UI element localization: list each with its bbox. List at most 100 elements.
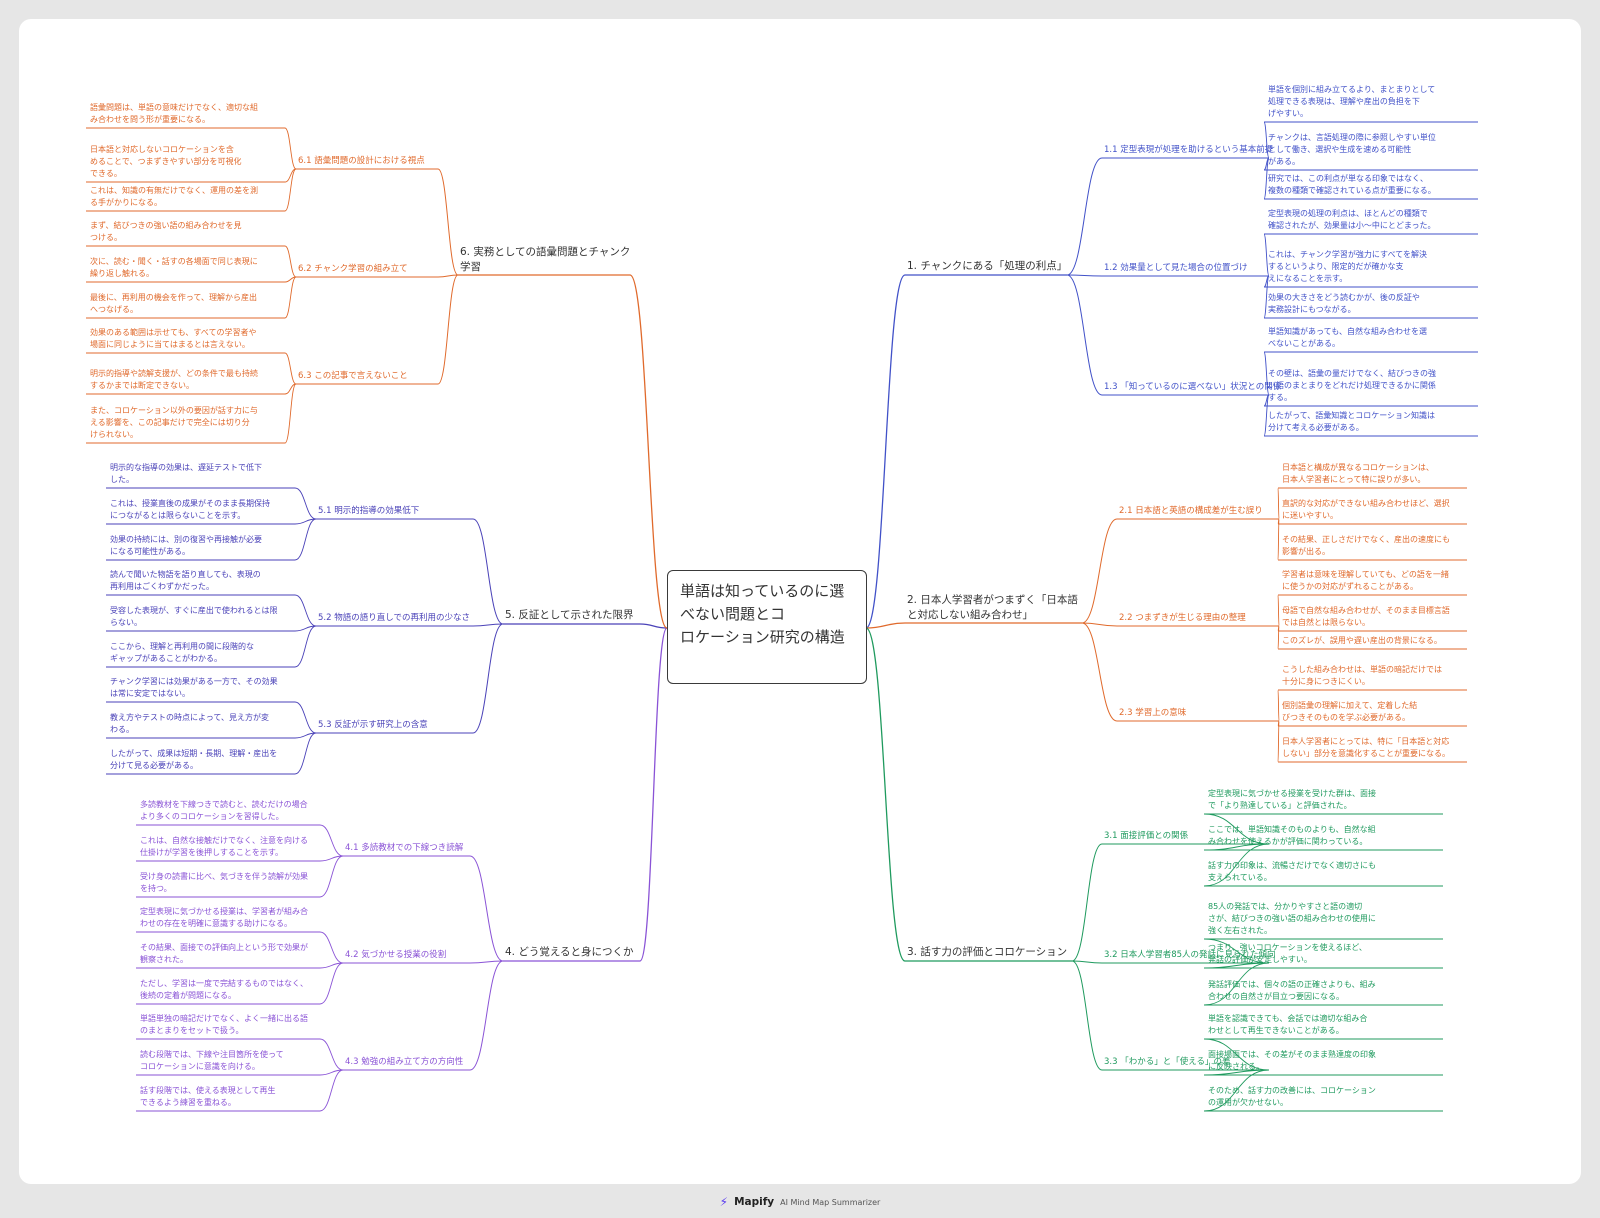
sub-topic-2-2[interactable]: 2.2 つまずきが生じる理由の整理: [1119, 613, 1246, 623]
leaf-note[interactable]: このズレが、誤用や遅い産出の背景になる。: [1282, 636, 1442, 645]
leaf-note[interactable]: 受容した表現が、すぐに産出で使われるとは限 らない。: [110, 606, 278, 627]
leaf-note[interactable]: したがって、成果は短期・長期、理解・産出を 分けて見る必要がある。: [110, 749, 278, 770]
sub-topic-1-1[interactable]: 1.1 定型表現が処理を助けるという基本前提: [1104, 145, 1274, 155]
leaf-note[interactable]: チャンク学習には効果がある一方で、その効果 は常に安定ではない。: [110, 677, 278, 698]
leaf-note[interactable]: その結果、面接での評価向上という形で効果が 観察された。: [140, 943, 308, 964]
sub-topic-5-1[interactable]: 5.1 明示的指導の効果低下: [318, 506, 420, 516]
main-to-sub-connector: [1071, 960, 1103, 964]
brand-name: Mapify: [734, 1196, 775, 1208]
sub-to-leaf-connector: [1203, 962, 1270, 1006]
central-topic-node[interactable]: 単語は知っているのに選 べない問題とコ ロケーション研究の構造: [667, 570, 867, 684]
leaf-note[interactable]: 日本語と対応しないコロケーションを含 めることで、つまずきやすい部分を可視化 で…: [90, 145, 242, 178]
leaf-note[interactable]: 多読教材を下線つきで読むと、読むだけの場合 より多くのコロケーションを習得した。: [140, 800, 308, 821]
branch-3-title[interactable]: 3. 話す力の評価とコロケーション: [907, 946, 1068, 958]
leaf-note[interactable]: 単語知識があっても、自然な組み合わせを選 べないことがある。: [1268, 327, 1427, 348]
sub-topic-3-1[interactable]: 3.1 面接評価との関係: [1104, 831, 1189, 841]
leaf-note[interactable]: 単語を個別に組み立てるより、まとまりとして 処理できる表現は、理解や産出の負担を…: [1268, 85, 1436, 118]
sub-topic-3-2[interactable]: 3.2 日本人学習者85人の発話に見られた傾向: [1104, 950, 1276, 960]
leaf-note[interactable]: まず、結びつきの強い語の組み合わせを見 つける。: [90, 221, 242, 242]
leaf-note[interactable]: これは、チャンク学習が強力にすべてを解決 するというより、限定的だが確かな支 え…: [1268, 250, 1427, 283]
leaf-note[interactable]: 読んで聞いた物語を語り直しても、表現の 再利用はごくわずかだった。: [110, 570, 261, 591]
branch-5-title[interactable]: 5. 反証として示された限界: [505, 609, 634, 621]
main-to-sub-connector: [1066, 274, 1103, 396]
leaf-note[interactable]: 効果の大きさをどう読むかが、後の反証や 実務設計にもつながる。: [1268, 293, 1420, 314]
sub-to-leaf-connector: [1263, 233, 1270, 277]
sub-topic-4-3[interactable]: 4.3 勉強の組み立て方の方向性: [345, 1057, 464, 1067]
sub-to-leaf-connector: [319, 1069, 344, 1112]
sub-to-leaf-connector: [1263, 351, 1270, 396]
leaf-note[interactable]: その壁は、語彙の量だけでなく、結びつきの強 い語のまとまりをどれだけ処理できるか…: [1268, 369, 1436, 402]
main-to-sub-connector: [1081, 622, 1118, 722]
branch-4-title[interactable]: 4. どう覚えると身につくか: [505, 946, 634, 958]
leaf-note[interactable]: 学習者は意味を理解していても、どの語を一緒 に使うかの対応がずれることがある。: [1282, 570, 1449, 591]
sub-topic-2-3[interactable]: 2.3 学習上の意味: [1119, 708, 1187, 718]
sub-topic-5-3[interactable]: 5.3 反証が示す研究上の含意: [318, 720, 428, 730]
leaf-note[interactable]: その結果、正しさだけでなく、産出の速度にも 影響が出る。: [1282, 535, 1450, 556]
leaf-note[interactable]: チャンクは、言語処理の際に参照しやすい単位 として働き、選択や生成を速める可能性…: [1268, 133, 1436, 166]
leaf-note[interactable]: したがって、語彙知識とコロケーション知識は 分けて考える必要がある。: [1268, 411, 1436, 432]
leaf-note[interactable]: 効果のある範囲は示せても、すべての学習者や 場面に同じように当てはまるとは言えな…: [90, 328, 257, 349]
leaf-note[interactable]: 個別語彙の理解に加えて、定着した結 びつきそのものを学ぶ必要がある。: [1282, 701, 1418, 722]
sub-to-leaf-connector: [1203, 938, 1270, 964]
sub-to-leaf-connector: [294, 518, 317, 561]
leaf-note[interactable]: こうした組み合わせは、単語の暗記だけでは 十分に身につきにくい。: [1282, 665, 1442, 686]
leaf-note[interactable]: 日本語と構成が異なるコロケーションは、 日本人学習者にとって特に誤りが多い。: [1282, 463, 1434, 484]
leaf-note[interactable]: また、コロケーション以外の要因が話す力に与 える影響を、この記事だけで完全には切…: [90, 406, 258, 439]
leaf-note[interactable]: 定型表現に気づかせる授業を受けた群は、面接 で「より熟達している」と評価された。: [1208, 789, 1376, 810]
main-to-sub-connector: [469, 855, 504, 962]
leaf-note[interactable]: 話す力の印象は、流暢さだけでなく適切さにも 支えられている。: [1208, 861, 1376, 882]
leaf-note[interactable]: つまり、強いコロケーションを使えるほど、 発話の評価が安定しやすい。: [1208, 943, 1367, 964]
leaf-note[interactable]: 直訳的な対応ができない組み合わせほど、選択 に迷いやすい。: [1282, 499, 1450, 520]
leaf-note[interactable]: 単語単独の暗記だけでなく、よく一緒に出る語 のまとまりをセットで扱う。: [140, 1014, 308, 1035]
sub-topic-6-2[interactable]: 6.2 チャンク学習の組み立て: [298, 264, 408, 274]
leaf-note[interactable]: 面接場面では、その差がそのまま熟達度の印象 に反映される。: [1208, 1050, 1376, 1071]
leaf-note[interactable]: これは、自然な接触だけでなく、注意を向ける 仕掛けが学習を後押しすることを示す。: [140, 836, 308, 857]
sub-topic-4-1[interactable]: 4.1 多読教材での下線つき読解: [345, 843, 464, 853]
main-to-sub-connector: [469, 960, 504, 1071]
sub-topic-5-2[interactable]: 5.2 物語の語り直しでの再利用の少なさ: [318, 613, 470, 623]
leaf-note[interactable]: 定型表現に気づかせる授業は、学習者が組み合 わせの存在を明確に意識する助けになる…: [140, 907, 308, 928]
branch-6-title[interactable]: 6. 実務としての語彙問題とチャンク 学習: [460, 246, 631, 273]
leaf-note[interactable]: ただし、学習は一度で完結するものではなく、 後続の定着が問題になる。: [140, 979, 308, 1000]
sub-to-leaf-connector: [294, 732, 317, 775]
leaf-note[interactable]: 研究では、この利点が単なる印象ではなく、 複数の種類で確認されている点が重要にな…: [1268, 174, 1436, 195]
leaf-note[interactable]: 定型表現の処理の利点は、ほとんどの種類で 確認されたが、効果量は小〜中にとどまっ…: [1268, 209, 1436, 230]
leaf-note[interactable]: 話す段階では、使える表現として再生 できるよう練習を重ねる。: [140, 1086, 276, 1107]
sub-to-leaf-connector: [284, 383, 297, 444]
sub-to-leaf-connector: [284, 276, 297, 319]
leaf-note[interactable]: ここから、理解と再利用の間に段階的な ギャップがあることがわかる。: [110, 642, 254, 663]
leaf-note[interactable]: 受け身の読書に比べ、気づきを伴う読解が効果 を持つ。: [140, 872, 308, 893]
sub-to-leaf-connector: [294, 732, 317, 739]
leaf-note[interactable]: 効果の持続には、別の復習や再接触が必要 になる可能性がある。: [110, 535, 262, 556]
main-to-sub-connector: [1066, 274, 1103, 277]
leaf-note[interactable]: 日本人学習者にとっては、特に「日本語と対応 しない」部分を意識化することが重要に…: [1282, 737, 1450, 758]
sub-to-leaf-connector: [1263, 121, 1270, 159]
sub-to-leaf-connector: [294, 625, 317, 668]
branch-2-title[interactable]: 2. 日本人学習者がつまずく「日本語 と対応しない組み合わせ」: [907, 594, 1078, 621]
leaf-note[interactable]: 教え方やテストの時点によって、見え方が変 わる。: [110, 713, 269, 734]
leaf-note[interactable]: ここでは、単語知識そのものよりも、自然な組 み合わせを使えるかが評価に関わってい…: [1208, 825, 1376, 846]
sub-to-leaf-connector: [294, 625, 317, 632]
leaf-note[interactable]: 明示的指導や読解支援が、どの条件で最も持続 するかまでは断定できない。: [90, 369, 258, 390]
leaf-note[interactable]: 85人の発話では、分かりやすさと語の適切 さが、結びつきの強い語の組み合わせの使…: [1208, 902, 1376, 935]
sub-topic-6-1[interactable]: 6.1 語彙問題の設計における視点: [298, 156, 425, 166]
branch-1-title[interactable]: 1. チャンクにある「処理の利点」: [907, 260, 1068, 272]
leaf-note[interactable]: 語彙問題は、単語の意味だけでなく、適切な組 み合わせを問う形が重要になる。: [90, 103, 258, 124]
connector-lines: [86, 121, 1478, 1112]
leaf-note[interactable]: そのため、話す力の改善には、コロケーション の運用が欠かせない。: [1208, 1086, 1376, 1107]
leaf-note[interactable]: これは、授業直後の成果がそのまま長期保持 につながるとは限らないことを示す。: [110, 499, 270, 520]
sub-topic-1-3[interactable]: 1.3 「知っているのに選べない」状況との関係: [1104, 382, 1282, 392]
leaf-note[interactable]: 単語を認識できても、会話では適切な組み合 わせとして再生できないことがある。: [1208, 1014, 1368, 1035]
leaf-note[interactable]: 母語で自然な組み合わせが、そのまま目標言語 では自然とは限らない。: [1282, 606, 1450, 627]
leaf-note[interactable]: 明示的な指導の効果は、遅延テストで低下 した。: [110, 463, 262, 484]
leaf-note[interactable]: 次に、読む・聞く・話すの各場面で同じ表現に 繰り返し触れる。: [90, 257, 258, 278]
leaf-note[interactable]: 発話評価では、個々の語の正確さよりも、組み 合わせの自然さが目立つ要因になる。: [1208, 980, 1376, 1001]
leaf-note[interactable]: 最後に、再利用の機会を作って、理解から産出 へつなげる。: [90, 293, 257, 314]
sub-topic-2-1[interactable]: 2.1 日本語と英語の構成差が生む誤り: [1119, 506, 1263, 516]
sub-topic-6-3[interactable]: 6.3 この記事で言えないこと: [298, 371, 408, 381]
sub-topic-4-2[interactable]: 4.2 気づかせる授業の役割: [345, 950, 447, 960]
sub-topic-1-2[interactable]: 1.2 効果量として見た場合の位置づけ: [1104, 263, 1248, 273]
leaf-note[interactable]: これは、知識の有無だけでなく、運用の差を測 る手がかりになる。: [90, 186, 258, 207]
leaf-note[interactable]: 読む段階では、下線や注目箇所を使って コロケーションに意識を向ける。: [140, 1050, 284, 1071]
sub-topic-3-3[interactable]: 3.3 「わかる」と「使える」の差: [1104, 1057, 1231, 1067]
